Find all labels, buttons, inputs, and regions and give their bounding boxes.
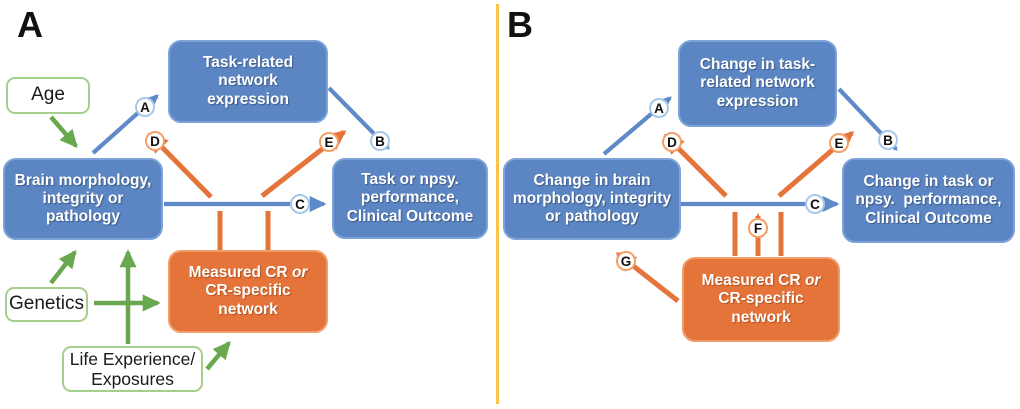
- box-task-network-b: Change in task- related network expressi…: [678, 40, 837, 127]
- box-line: Change in task-: [699, 56, 816, 74]
- panel-divider-line: [496, 4, 499, 404]
- path-label-b-panel-a: B: [370, 131, 390, 151]
- box-line: Clinical Outcome: [865, 209, 992, 227]
- box-line: morphology, integrity: [512, 189, 672, 207]
- box-line: pathology: [45, 208, 121, 226]
- box-life-experience: Life Experience/ Exposures: [62, 346, 203, 392]
- box-line-text: Measured CR: [701, 272, 801, 290]
- box-outcome-b: Change in task or npsy. performance, Cli…: [842, 158, 1015, 243]
- box-line: Change in task or: [863, 173, 994, 191]
- box-line: Change in brain: [533, 171, 651, 189]
- box-task-network-a: Task-related network expression: [168, 40, 328, 123]
- box-line-italic: or: [291, 264, 308, 282]
- box-line: Measured CR or: [702, 272, 821, 290]
- box-measured-cr-b: Measured CR or CR-specific network: [682, 257, 840, 342]
- box-line: npsy. performance,: [855, 191, 1002, 209]
- box-line: Measured CR or: [189, 264, 308, 282]
- arrow-age-to-brain: [49, 115, 78, 149]
- box-line: integrity or: [42, 189, 124, 207]
- box-line: CR-specific: [205, 282, 291, 300]
- box-line: Life Experience/: [69, 348, 196, 369]
- box-line: Task-related: [202, 54, 294, 72]
- box-brain-b: Change in brain morphology, integrity or…: [503, 158, 681, 240]
- path-label-f-panel-b: F: [748, 218, 768, 238]
- box-line: expression: [207, 90, 289, 108]
- box-line-italic: or: [804, 272, 821, 290]
- panel-a-title: A: [17, 4, 43, 45]
- box-line: Exposures: [91, 369, 174, 389]
- box-brain-a: Brain morphology, integrity or pathology: [3, 158, 163, 240]
- box-genetics: Genetics: [5, 287, 88, 322]
- box-line: Brain morphology,: [14, 171, 152, 189]
- box-line: or pathology: [545, 208, 639, 226]
- path-label-b-panel-b: B: [878, 130, 898, 150]
- arrow-lifeexp-to-cr: [205, 340, 231, 371]
- arrow-genetics-to-brain: [49, 249, 77, 285]
- box-line: network: [731, 308, 791, 326]
- box-measured-cr-a: Measured CR or CR-specific network: [168, 250, 328, 333]
- box-line: CR-specific: [718, 290, 804, 308]
- panel-b-title: B: [507, 4, 533, 45]
- path-label-c-panel-a: C: [290, 194, 310, 214]
- box-line: network: [218, 300, 278, 318]
- box-line-text: Measured CR: [188, 264, 288, 282]
- path-label-a-panel-a: A: [135, 97, 155, 117]
- path-label-d-panel-a: D: [145, 131, 165, 151]
- box-line: related network: [700, 74, 815, 92]
- path-label-d-panel-b: D: [662, 132, 682, 152]
- path-label-e-panel-b: E: [829, 133, 849, 153]
- box-age: Age: [6, 77, 90, 114]
- box-outcome-a: Task or npsy. performance, Clinical Outc…: [332, 158, 488, 239]
- box-line: Task or npsy.: [361, 171, 459, 189]
- path-label-e-panel-a: E: [319, 132, 339, 152]
- box-line: Clinical Outcome: [346, 207, 474, 225]
- path-label-a-panel-b: A: [649, 98, 669, 118]
- box-line: performance,: [360, 189, 460, 207]
- box-line: expression: [716, 92, 799, 110]
- box-line: Genetics: [9, 293, 84, 315]
- path-label-c-panel-b: C: [805, 194, 825, 214]
- box-line: Age: [31, 84, 65, 106]
- path-label-g-panel-b: G: [616, 251, 636, 271]
- box-line: network: [218, 72, 278, 90]
